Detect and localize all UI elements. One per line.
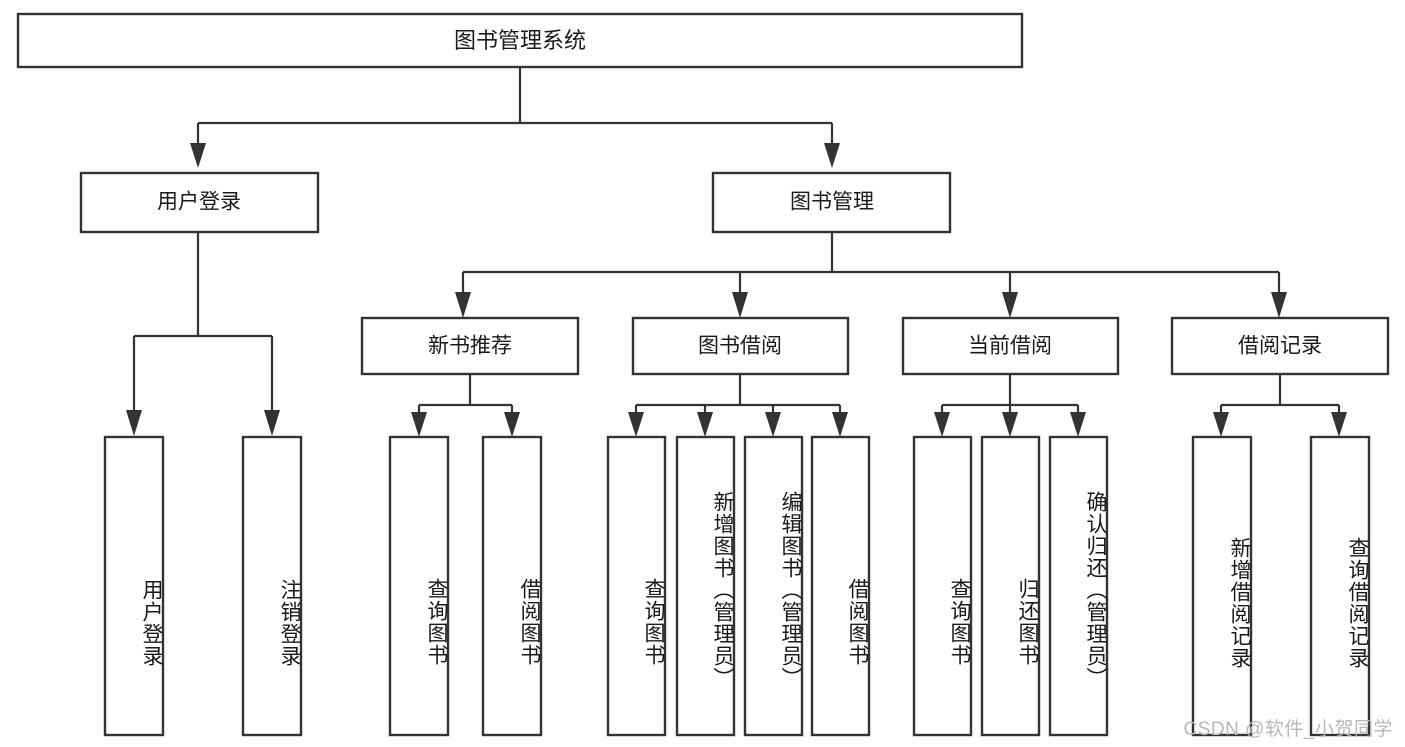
leaf-boxes-user-login — [103, 435, 303, 737]
node-current-borrow-label: 当前借阅 — [968, 335, 1052, 358]
arrow-current-borrow-leaf2-icon — [1002, 412, 1018, 437]
arrow-to-borrow-record-icon — [1271, 292, 1287, 318]
leaf-boxes-new-book-recommend — [388, 435, 543, 737]
leaf-box-new-book-2[interactable] — [481, 435, 543, 737]
arrow-book-borrow-leaf2-icon — [697, 412, 713, 437]
leaf-boxes-book-borrow — [606, 435, 871, 737]
arrow-book-borrow-leaf1-icon — [628, 412, 644, 437]
leaf-box-book-borrow-4[interactable] — [810, 435, 871, 737]
node-new-book-recommend-label: 新书推荐 — [428, 335, 512, 358]
node-current-borrow-box — [901, 316, 1120, 376]
arrow-borrow-record-leaf1-icon — [1213, 412, 1229, 437]
arrow-new-book-leaf1-icon — [411, 412, 427, 437]
leaf-box-borrow-record-2[interactable] — [1309, 435, 1371, 737]
node-user-login-box — [79, 171, 320, 234]
arrow-book-borrow-leaf4-icon — [832, 412, 848, 437]
arrow-to-book-borrow-icon — [732, 292, 748, 318]
arrow-to-new-book-icon — [455, 292, 471, 318]
connectors-borrow-record-to-leaves — [1213, 374, 1347, 437]
node-root-box — [16, 12, 1024, 69]
node-new-book-recommend-box — [360, 316, 580, 376]
leaf-boxes-borrow-record — [1191, 435, 1371, 737]
node-borrow-record[interactable]: 借阅记录 — [1170, 316, 1390, 376]
connectors-book-borrow-to-leaves — [628, 374, 848, 437]
leaf-box-borrow-record-1[interactable] — [1191, 435, 1253, 737]
connectors-root-to-level2 — [190, 67, 840, 168]
leaf-box-book-borrow-3[interactable] — [743, 435, 804, 737]
node-book-manage[interactable]: 图书管理 — [711, 171, 952, 234]
leaf-box-book-borrow-2[interactable] — [675, 435, 736, 737]
node-root-system[interactable]: 图书管理系统 — [16, 12, 1024, 69]
watermark-text: CSDN @软件_小贺同学 — [1183, 719, 1393, 740]
node-book-borrow[interactable]: 图书借阅 — [631, 316, 850, 376]
arrow-current-borrow-leaf3-icon — [1070, 412, 1086, 437]
node-book-borrow-label: 图书借阅 — [698, 335, 782, 358]
connectors-book-manage-to-level3 — [455, 232, 1287, 318]
node-borrow-record-box — [1170, 316, 1390, 376]
connectors-new-book-to-leaves — [411, 374, 520, 437]
arrow-book-borrow-leaf3-icon — [765, 412, 781, 437]
node-user-login[interactable]: 用户登录 — [79, 171, 320, 234]
leaf-box-new-book-1[interactable] — [388, 435, 450, 737]
connectors-user-login-to-leaves — [126, 232, 280, 436]
node-borrow-record-label: 借阅记录 — [1238, 335, 1322, 358]
leaf-box-user-login-2[interactable] — [241, 435, 303, 737]
node-book-manage-label: 图书管理 — [790, 191, 874, 214]
arrow-current-borrow-leaf1-icon — [934, 412, 950, 437]
node-book-borrow-box — [631, 316, 850, 376]
leaf-boxes-current-borrow — [912, 435, 1109, 737]
leaf-box-book-borrow-1[interactable] — [606, 435, 667, 737]
node-root-label: 图书管理系统 — [454, 28, 586, 53]
node-current-borrow[interactable]: 当前借阅 — [901, 316, 1120, 376]
arrow-borrow-record-leaf2-icon — [1331, 412, 1347, 437]
leaf-box-current-borrow-1[interactable] — [912, 435, 973, 737]
connectors-current-borrow-to-leaves — [934, 374, 1086, 437]
arrow-user-login-leaf1-icon — [126, 410, 142, 436]
node-user-login-label: 用户登录 — [157, 191, 241, 214]
leaf-box-user-login-1[interactable] — [103, 435, 165, 737]
arrow-to-user-login-icon — [190, 143, 206, 168]
leaf-box-current-borrow-2[interactable] — [980, 435, 1041, 737]
node-new-book-recommend[interactable]: 新书推荐 — [360, 316, 580, 376]
arrow-new-book-leaf2-icon — [504, 412, 520, 437]
arrow-user-login-leaf2-icon — [264, 410, 280, 436]
leaf-box-current-borrow-3[interactable] — [1048, 435, 1109, 737]
node-book-manage-box — [711, 171, 952, 234]
arrow-to-book-manage-icon — [824, 143, 840, 168]
arrow-to-current-borrow-icon — [1002, 292, 1018, 318]
